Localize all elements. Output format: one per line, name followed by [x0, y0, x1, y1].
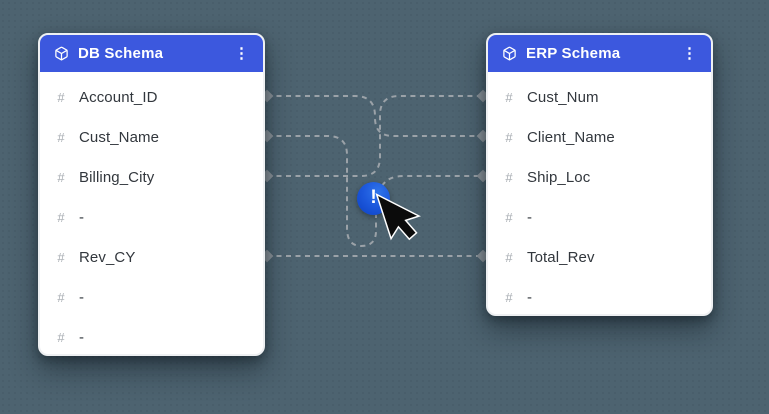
- panel-title: ERP Schema: [526, 45, 621, 62]
- connection-cust-name-to-badge[interactable]: [267, 135, 377, 248]
- field-name: Cust_Num: [527, 88, 599, 106]
- field-name: Account_ID: [79, 88, 158, 106]
- number-type-icon: #: [505, 89, 513, 105]
- connection-account-id-client-name[interactable]: [267, 95, 483, 137]
- field-row[interactable]: # -: [40, 317, 263, 357]
- field-name: Billing_City: [79, 168, 155, 186]
- field-name: Total_Rev: [527, 248, 595, 266]
- db-schema-header[interactable]: DB Schema ⋮: [40, 35, 263, 72]
- field-name: -: [79, 208, 85, 226]
- number-type-icon: #: [57, 169, 65, 185]
- field-row[interactable]: # Cust_Name: [40, 117, 263, 157]
- connection-badge-to-ship-loc[interactable]: [381, 175, 483, 187]
- erp-schema-panel: ERP Schema ⋮ # Cust_Num # Client_Name # …: [486, 33, 713, 316]
- field-name: -: [527, 288, 533, 306]
- exclamation-icon: !: [370, 187, 377, 208]
- number-type-icon: #: [57, 89, 65, 105]
- field-name: Ship_Loc: [527, 168, 591, 186]
- box-icon: [503, 46, 516, 61]
- number-type-icon: #: [505, 289, 513, 305]
- field-row[interactable]: # Account_ID: [40, 77, 263, 117]
- field-list: # Account_ID # Cust_Name # Billing_City …: [40, 72, 263, 357]
- number-type-icon: #: [57, 329, 65, 345]
- field-row[interactable]: # -: [488, 197, 711, 237]
- number-type-icon: #: [57, 129, 65, 145]
- field-row[interactable]: # Total_Rev: [488, 237, 711, 277]
- field-name: Rev_CY: [79, 248, 136, 266]
- panel-title: DB Schema: [78, 45, 164, 62]
- number-type-icon: #: [57, 209, 65, 225]
- field-row[interactable]: # Ship_Loc: [488, 157, 711, 197]
- field-name: -: [79, 328, 85, 346]
- number-type-icon: #: [505, 169, 513, 185]
- field-name: -: [527, 208, 533, 226]
- field-list: # Cust_Num # Client_Name # Ship_Loc # - …: [488, 72, 711, 317]
- field-name: Client_Name: [527, 128, 615, 146]
- number-type-icon: #: [505, 129, 513, 145]
- field-row[interactable]: # -: [40, 277, 263, 317]
- kebab-menu-icon[interactable]: ⋮: [234, 45, 249, 62]
- number-type-icon: #: [57, 289, 65, 305]
- field-name: Cust_Name: [79, 128, 160, 146]
- number-type-icon: #: [505, 249, 513, 265]
- number-type-icon: #: [505, 209, 513, 225]
- number-type-icon: #: [57, 249, 65, 265]
- field-row[interactable]: # Client_Name: [488, 117, 711, 157]
- field-row[interactable]: # -: [488, 277, 711, 317]
- box-icon: [55, 46, 68, 61]
- field-row[interactable]: # Rev_CY: [40, 237, 263, 277]
- erp-schema-header[interactable]: ERP Schema ⋮: [488, 35, 711, 72]
- field-row[interactable]: # -: [40, 197, 263, 237]
- field-row[interactable]: # Billing_City: [40, 157, 263, 197]
- kebab-menu-icon[interactable]: ⋮: [682, 45, 697, 62]
- warning-badge[interactable]: !: [357, 182, 390, 215]
- field-name: -: [79, 288, 85, 306]
- connection-billing-city-cust-num[interactable]: [267, 95, 483, 177]
- db-schema-panel: DB Schema ⋮ # Account_ID # Cust_Name # B…: [38, 33, 265, 356]
- field-row[interactable]: # Cust_Num: [488, 77, 711, 117]
